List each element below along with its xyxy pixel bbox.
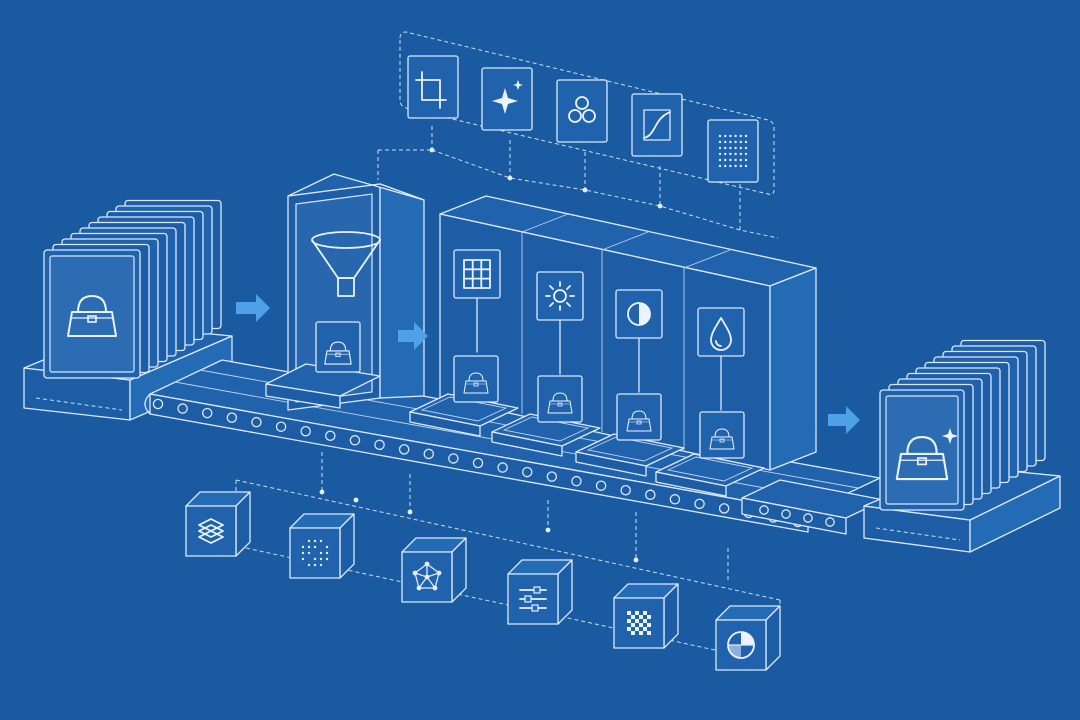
sliders-icon (507, 559, 573, 625)
top-tool-panel (377, 31, 779, 239)
product-card (699, 411, 745, 459)
dot-grid-icon (707, 119, 759, 183)
flow-arrow (398, 322, 428, 350)
product-card (453, 355, 499, 403)
droplet-icon (710, 317, 732, 351)
sparkle-icon (481, 67, 533, 131)
flow-arrow (828, 406, 860, 434)
flow-arrow (236, 294, 270, 322)
processing-block (439, 195, 817, 471)
contrast-icon (627, 302, 651, 326)
color-station (697, 307, 745, 411)
curve-icon (631, 93, 683, 157)
grid-icon (463, 259, 491, 289)
product-card (537, 375, 583, 423)
bottom-tool-chain (185, 452, 781, 671)
product-card (616, 393, 662, 441)
sun-icon (545, 281, 575, 311)
contrast-station (615, 289, 663, 393)
output-stack (863, 339, 1061, 553)
layers-icon (185, 491, 251, 557)
belt-trays (409, 355, 765, 497)
funnel-icon (311, 231, 381, 297)
crop-icon (407, 55, 459, 119)
input-stack (23, 199, 233, 421)
circles-icon (556, 79, 608, 143)
color-wheel-icon (715, 605, 781, 671)
noise-icon (289, 513, 355, 579)
checkerboard-icon (613, 583, 679, 649)
filter-station (265, 173, 425, 411)
grid-station (453, 249, 501, 353)
brightness-station (536, 271, 584, 375)
network-icon (401, 537, 467, 603)
